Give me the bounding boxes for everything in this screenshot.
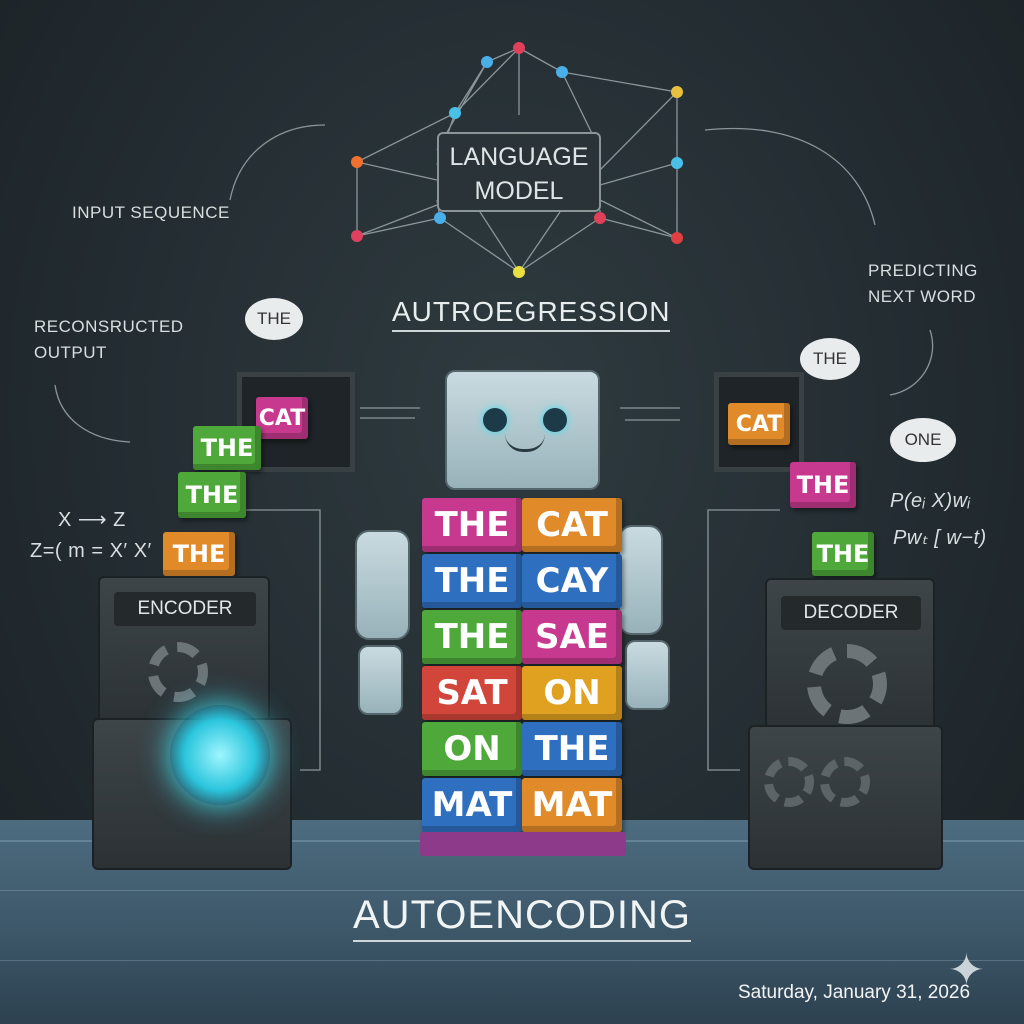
glowing-spiral-orb	[170, 705, 270, 805]
word-block: THE	[422, 498, 522, 552]
gear-icon	[764, 757, 814, 807]
word-block: THE	[790, 462, 856, 508]
speech-bubble-one: ONE	[890, 418, 956, 462]
predicting-next-word-label: PREDICTING NEXT WORD	[868, 258, 978, 310]
gear-icon	[807, 644, 887, 724]
decoder-label: DECODER	[781, 596, 921, 630]
robot-arm-left	[355, 530, 410, 640]
word-block: THE	[422, 610, 522, 664]
robot-eye-left	[483, 408, 507, 432]
language-model-title-line1: LANGUAGE	[449, 143, 589, 171]
autoregression-title: AUTROEGRESSION	[392, 296, 671, 332]
word-block: SAE	[522, 610, 622, 664]
word-block: ON	[422, 722, 522, 776]
word-block: THE	[163, 532, 235, 576]
word-block: SAT	[422, 666, 522, 720]
robot-head	[445, 370, 600, 490]
language-model-box: LANGUAGE MODEL	[437, 132, 601, 212]
word-block: CAY	[522, 554, 622, 608]
input-sequence-label: INPUT SEQUENCE	[72, 203, 230, 222]
word-block: CAT	[522, 498, 622, 552]
robot-smile	[505, 434, 545, 452]
word-block: MAT	[422, 778, 522, 832]
robot-arm-right	[618, 525, 663, 635]
predicting-line2: NEXT WORD	[868, 287, 977, 306]
word-block: THE	[193, 426, 261, 470]
predicting-line1: PREDICTING	[868, 261, 978, 280]
tower-base	[420, 832, 626, 856]
word-block: CAT	[256, 397, 308, 439]
formula-left-2: Z=( m = X′ X′	[30, 540, 152, 562]
word-block: CAT	[728, 403, 790, 445]
word-block: THE	[812, 532, 874, 576]
formula-right-1: P(eᵢ X)wᵢ	[890, 490, 971, 512]
word-block: THE	[522, 722, 622, 776]
language-model-title-line2: MODEL	[474, 177, 564, 205]
sparkle-icon: ✦	[948, 946, 985, 995]
speech-bubble-left: THE	[245, 298, 303, 340]
decoder-machine-top: DECODER	[765, 578, 935, 738]
word-block: ON	[522, 666, 622, 720]
gear-icon	[820, 757, 870, 807]
tower-left-column: THE THE THE SAT ON MAT	[422, 498, 522, 834]
reconstructed-line1: RECONSRUCTED	[34, 317, 184, 336]
speech-bubble-right: THE	[800, 338, 860, 380]
encoder-label: ENCODER	[114, 592, 256, 626]
reconstructed-line2: OUTPUT	[34, 343, 107, 362]
encoder-machine-top: ENCODER	[98, 576, 270, 726]
tower-right-column: CAT CAY SAE ON THE MAT	[522, 498, 622, 834]
date-label: Saturday, January 31, 2026	[738, 982, 971, 1003]
autoencoding-title: AUTOENCODING	[353, 893, 691, 942]
robot-eye-right	[543, 408, 567, 432]
formula-right-2: Pwₜ [ w−t)	[893, 527, 987, 549]
reconstructed-output-label: RECONSRUCTED OUTPUT	[34, 314, 184, 366]
word-block: MAT	[522, 778, 622, 832]
robot-forearm-left	[358, 645, 403, 715]
decoder-machine-base	[748, 725, 943, 870]
word-block: THE	[422, 554, 522, 608]
formula-left-1: X ⟶ Z	[58, 509, 126, 531]
robot-forearm-right	[625, 640, 670, 710]
gear-icon	[148, 642, 208, 702]
word-block: THE	[178, 472, 246, 518]
